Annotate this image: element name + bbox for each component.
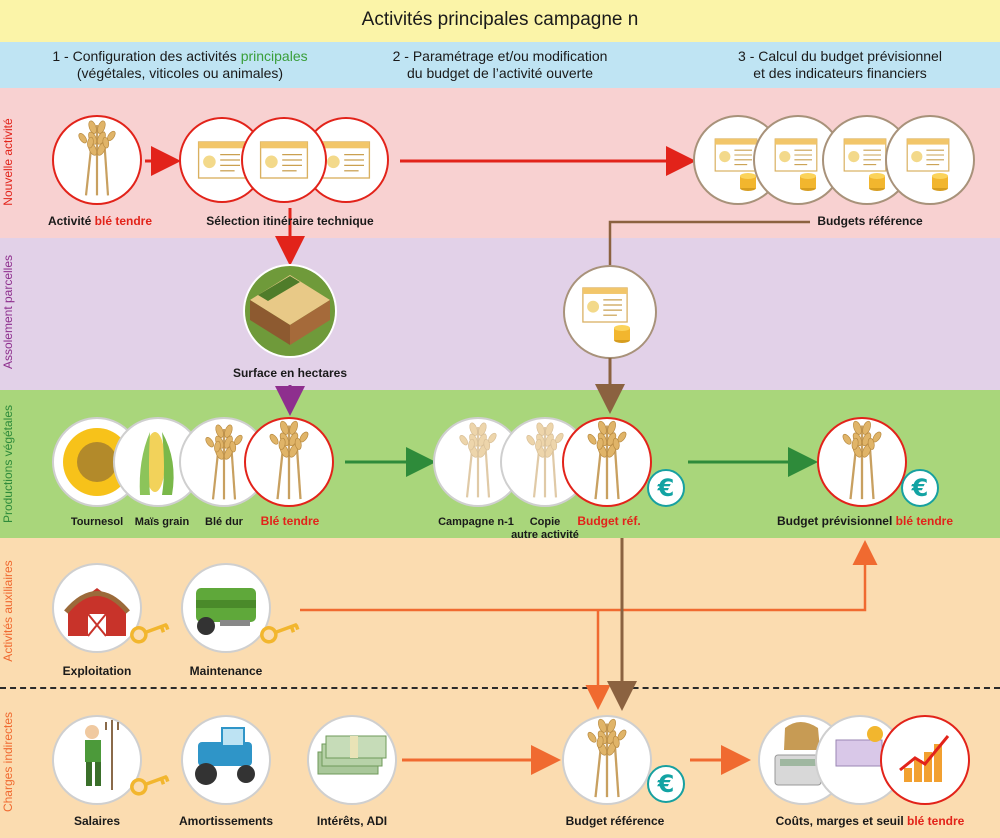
circle-budget-ref [562,417,652,507]
label-ble-dur: Blé dur [205,516,243,528]
label-interets: Intérêts, ADI [316,814,388,828]
label-budget-prev-highlight: blé tendre [895,514,954,528]
circle-exploitation [52,563,142,653]
label-copie-line2: autre activité [511,529,579,541]
title-band [0,0,1000,42]
circle-couts-2 [815,715,905,805]
label-budget-prev: Budget prévisionnel blé tendre [760,514,970,528]
circle-activite-ble [52,115,142,205]
step-3-line2: et des indicateurs financiers [753,65,927,81]
circle-doc-coins [563,265,657,359]
step-2-line1: 2 - Paramétrage et/ou modification [392,48,608,64]
label-budgets-ref: Budgets référence [817,214,923,228]
circle-couts-3 [880,715,970,805]
row-assolement [0,238,1000,390]
steps-band [0,42,1000,88]
circle-budget-reference [562,715,652,805]
step-3: 3 - Calcul du budget prévisionnel et des… [700,48,980,82]
circle-interets [307,715,397,805]
step-1-line1: 1 - Configuration des activités [52,48,241,64]
circle-itineraire-2 [241,117,327,203]
label-selection: Sélection itinéraire technique [206,214,374,228]
circle-budget-prev [817,417,907,507]
label-couts-text: Coûts, marges et seuil [775,814,907,828]
label-budget-prev-text: Budget prévisionnel [776,514,896,528]
label-budget-ref: Budget réf. [577,514,641,528]
label-couts: Coûts, marges et seuil blé tendre [760,814,980,828]
label-exploitation: Exploitation [62,664,132,678]
circle-mais [113,417,203,507]
circle-maintenance [181,563,271,653]
label-activite-highlight: blé tendre [94,214,153,228]
label-ble-tendre: Blé tendre [260,514,320,528]
label-amortissements: Amortissements [178,814,274,828]
label-surface: Surface en hectares [232,366,348,380]
diagram-title: Activités principales campagne n [361,9,639,30]
separator-line [0,687,1000,689]
label-campagne: Campagne n-1 [438,516,514,528]
label-budget-reference: Budget référence [565,814,665,828]
euro-icon-1 [647,469,685,507]
step-2-line2: du budget de l’activité ouverte [406,65,593,81]
circle-amortissements [181,715,271,805]
step-3-line1: 3 - Calcul du budget prévisionnel [738,48,942,64]
circle-budget-ref-4 [885,115,975,205]
label-activite: Activité blé tendre [40,214,160,228]
step-2: 2 - Paramétrage et/ou modification du bu… [360,48,640,82]
step-1-highlight: principales [240,48,308,64]
label-maintenance: Maintenance [189,664,263,678]
label-copie-line1: Copie [529,516,561,528]
label-mais: Maïs grain [134,516,190,528]
circle-ble-tendre [244,417,334,507]
step-1-line2: (végétales, viticoles ou animales) [76,65,284,81]
step-1: 1 - Configuration des activités principa… [30,48,330,82]
circle-salaires [52,715,142,805]
circle-surface [243,264,337,358]
label-couts-highlight: blé tendre [907,814,965,828]
label-activite-text: Activité [47,214,95,228]
label-tournesol: Tournesol [70,516,124,528]
euro-icon-3 [647,765,685,803]
label-salaires: Salaires [73,814,121,828]
euro-icon-2 [901,469,939,507]
